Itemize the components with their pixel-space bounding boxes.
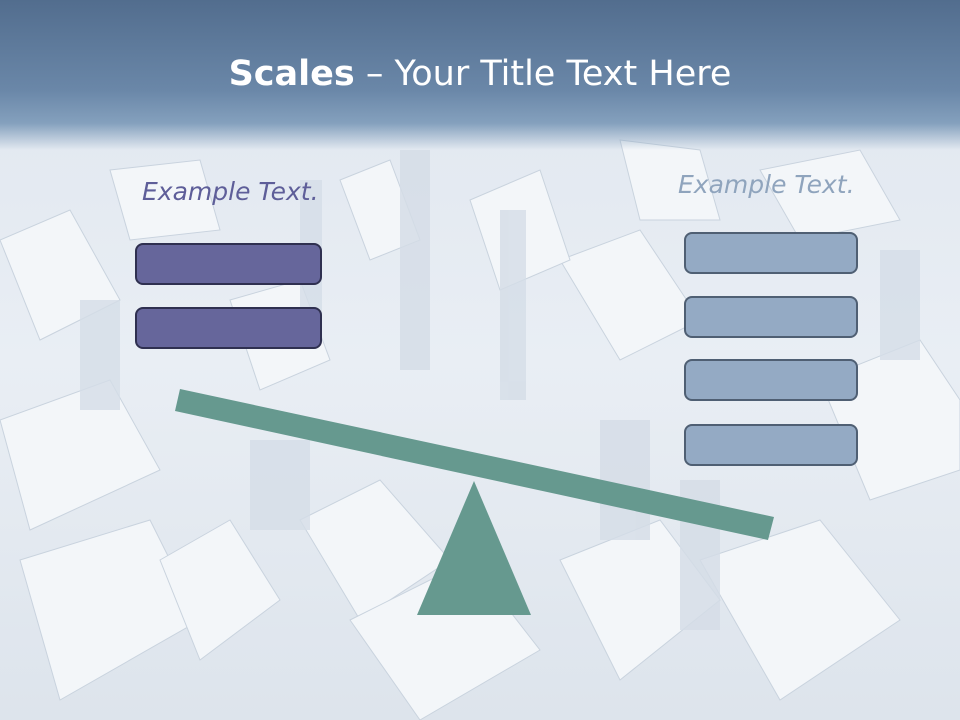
left-example-text: Example Text. [142, 177, 319, 206]
title-bold-text: Scales [228, 54, 355, 94]
title-bar [0, 0, 960, 150]
right-text-box[interactable] [684, 296, 858, 338]
title-rest-text: – Your Title Text Here [354, 54, 732, 94]
right-text-box[interactable] [684, 232, 858, 274]
scale-fulcrum [417, 481, 531, 615]
left-text-box[interactable] [135, 307, 322, 349]
left-text-box[interactable] [135, 243, 322, 285]
right-text-box[interactable] [684, 424, 858, 466]
right-example-text: Example Text. [678, 170, 855, 199]
right-text-box[interactable] [684, 359, 858, 401]
slide-title: Scales – Your Title Text Here [0, 52, 960, 96]
scale-beam [175, 389, 774, 540]
